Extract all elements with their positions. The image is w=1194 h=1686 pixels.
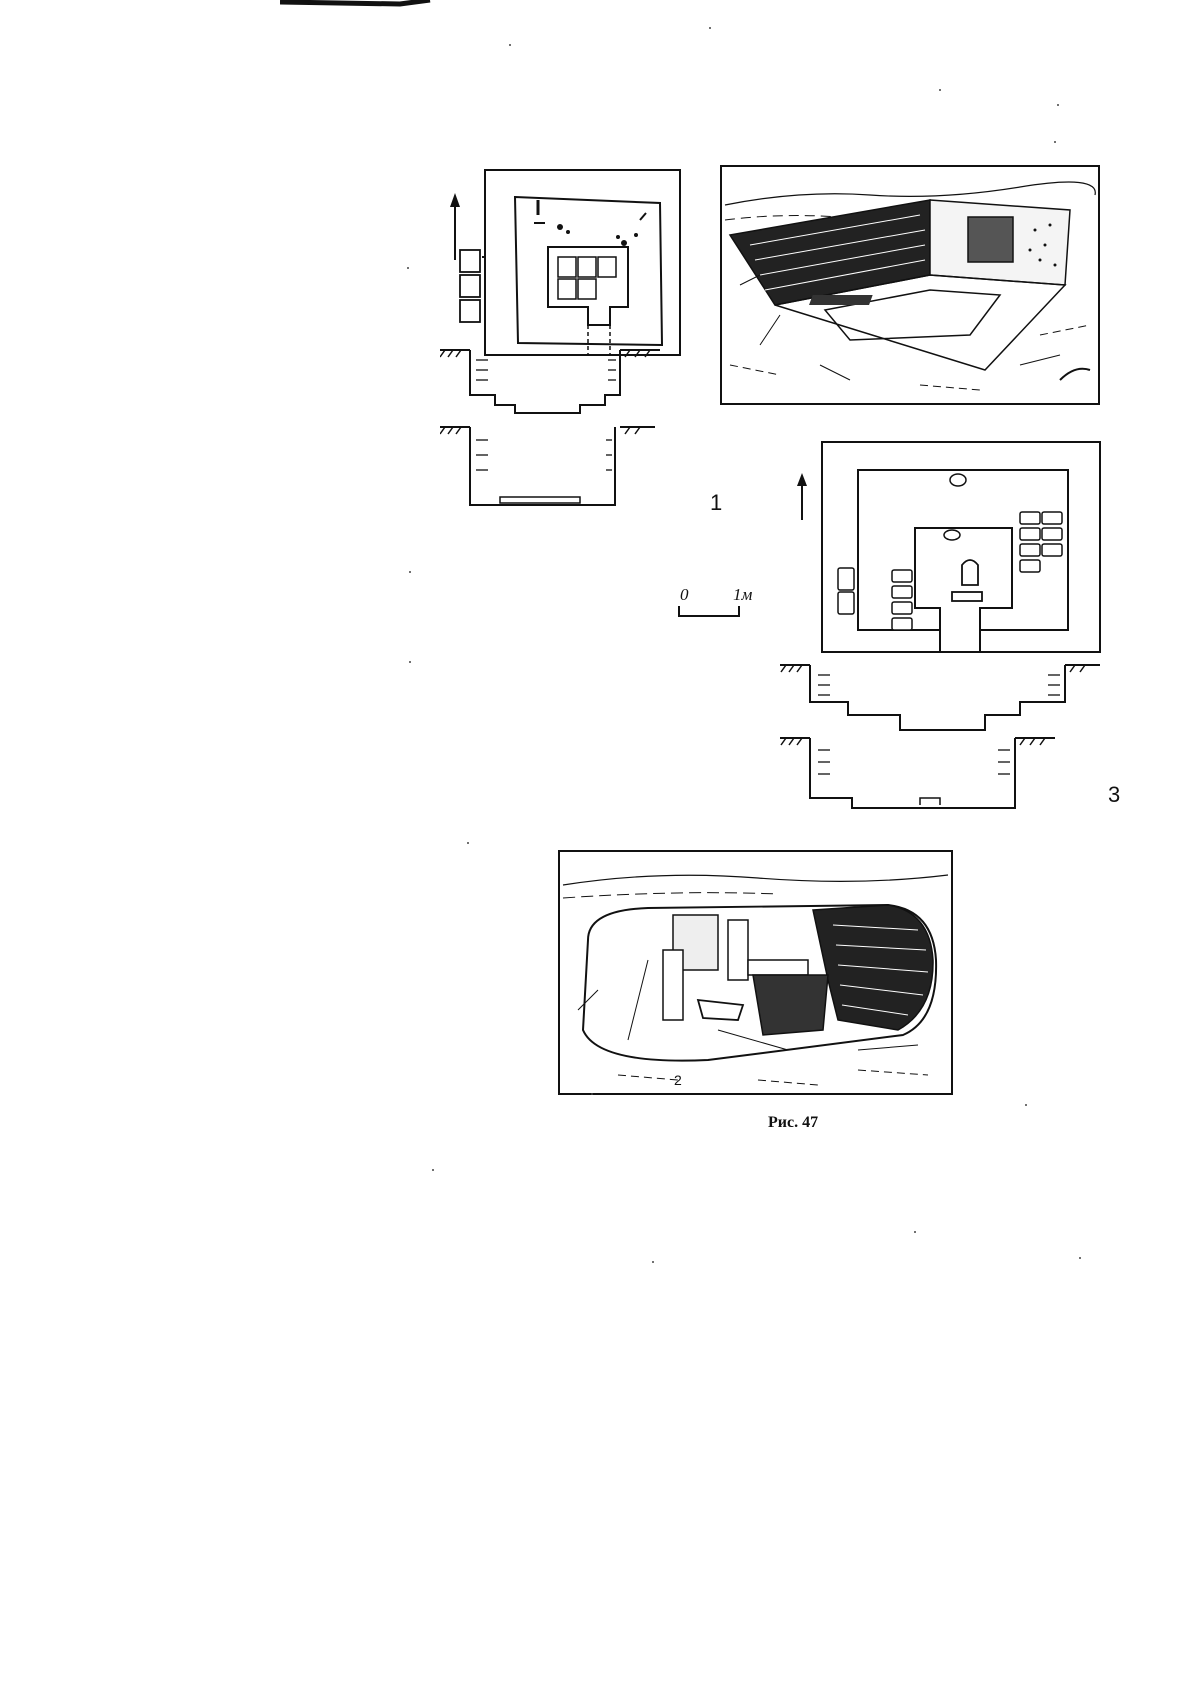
scale-bar xyxy=(677,604,747,618)
figure-label-2: 2 xyxy=(674,1072,682,1088)
section-1a xyxy=(440,350,660,413)
plan-3 xyxy=(780,440,1110,810)
scale-one: 1м xyxy=(733,585,752,605)
section-3b xyxy=(780,738,1055,808)
scan-artifact-stroke xyxy=(280,0,480,20)
figure-label-1: 1 xyxy=(710,490,722,516)
section-1b xyxy=(440,427,655,505)
scale-zero: 0 xyxy=(680,585,689,605)
perspective-2 xyxy=(558,850,953,1095)
figure-label-3: 3 xyxy=(1108,782,1120,808)
figure-caption: Рис. 47 xyxy=(768,1114,818,1132)
section-3a xyxy=(780,665,1100,730)
perspective-1 xyxy=(720,165,1100,405)
plan-1 xyxy=(440,165,690,525)
